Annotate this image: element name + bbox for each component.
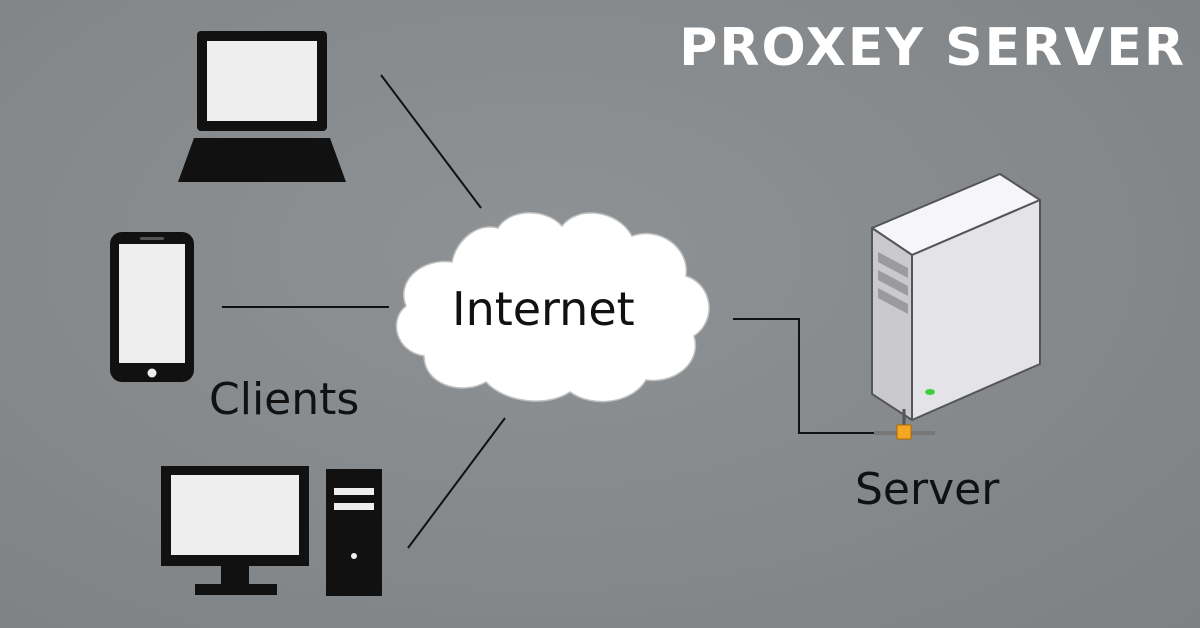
clients-label: Clients: [209, 374, 360, 425]
laptop-icon: [178, 31, 346, 182]
power-led: [925, 389, 935, 395]
connector-laptop-internet: [380, 74, 482, 209]
internet-cloud-icon: [395, 212, 710, 403]
network-connector: [896, 424, 912, 440]
desktop-computer-icon: [161, 466, 382, 596]
server-tower-icon: [871, 173, 1041, 440]
internet-label: Internet: [452, 282, 635, 336]
connector-internet-server: [733, 318, 874, 434]
server-label: Server: [855, 464, 1000, 515]
smartphone-icon: [110, 232, 194, 382]
connection-lines: [222, 74, 874, 549]
connector-desktop-internet: [407, 417, 506, 549]
page-title: PROXEY SERVER: [679, 18, 1186, 78]
